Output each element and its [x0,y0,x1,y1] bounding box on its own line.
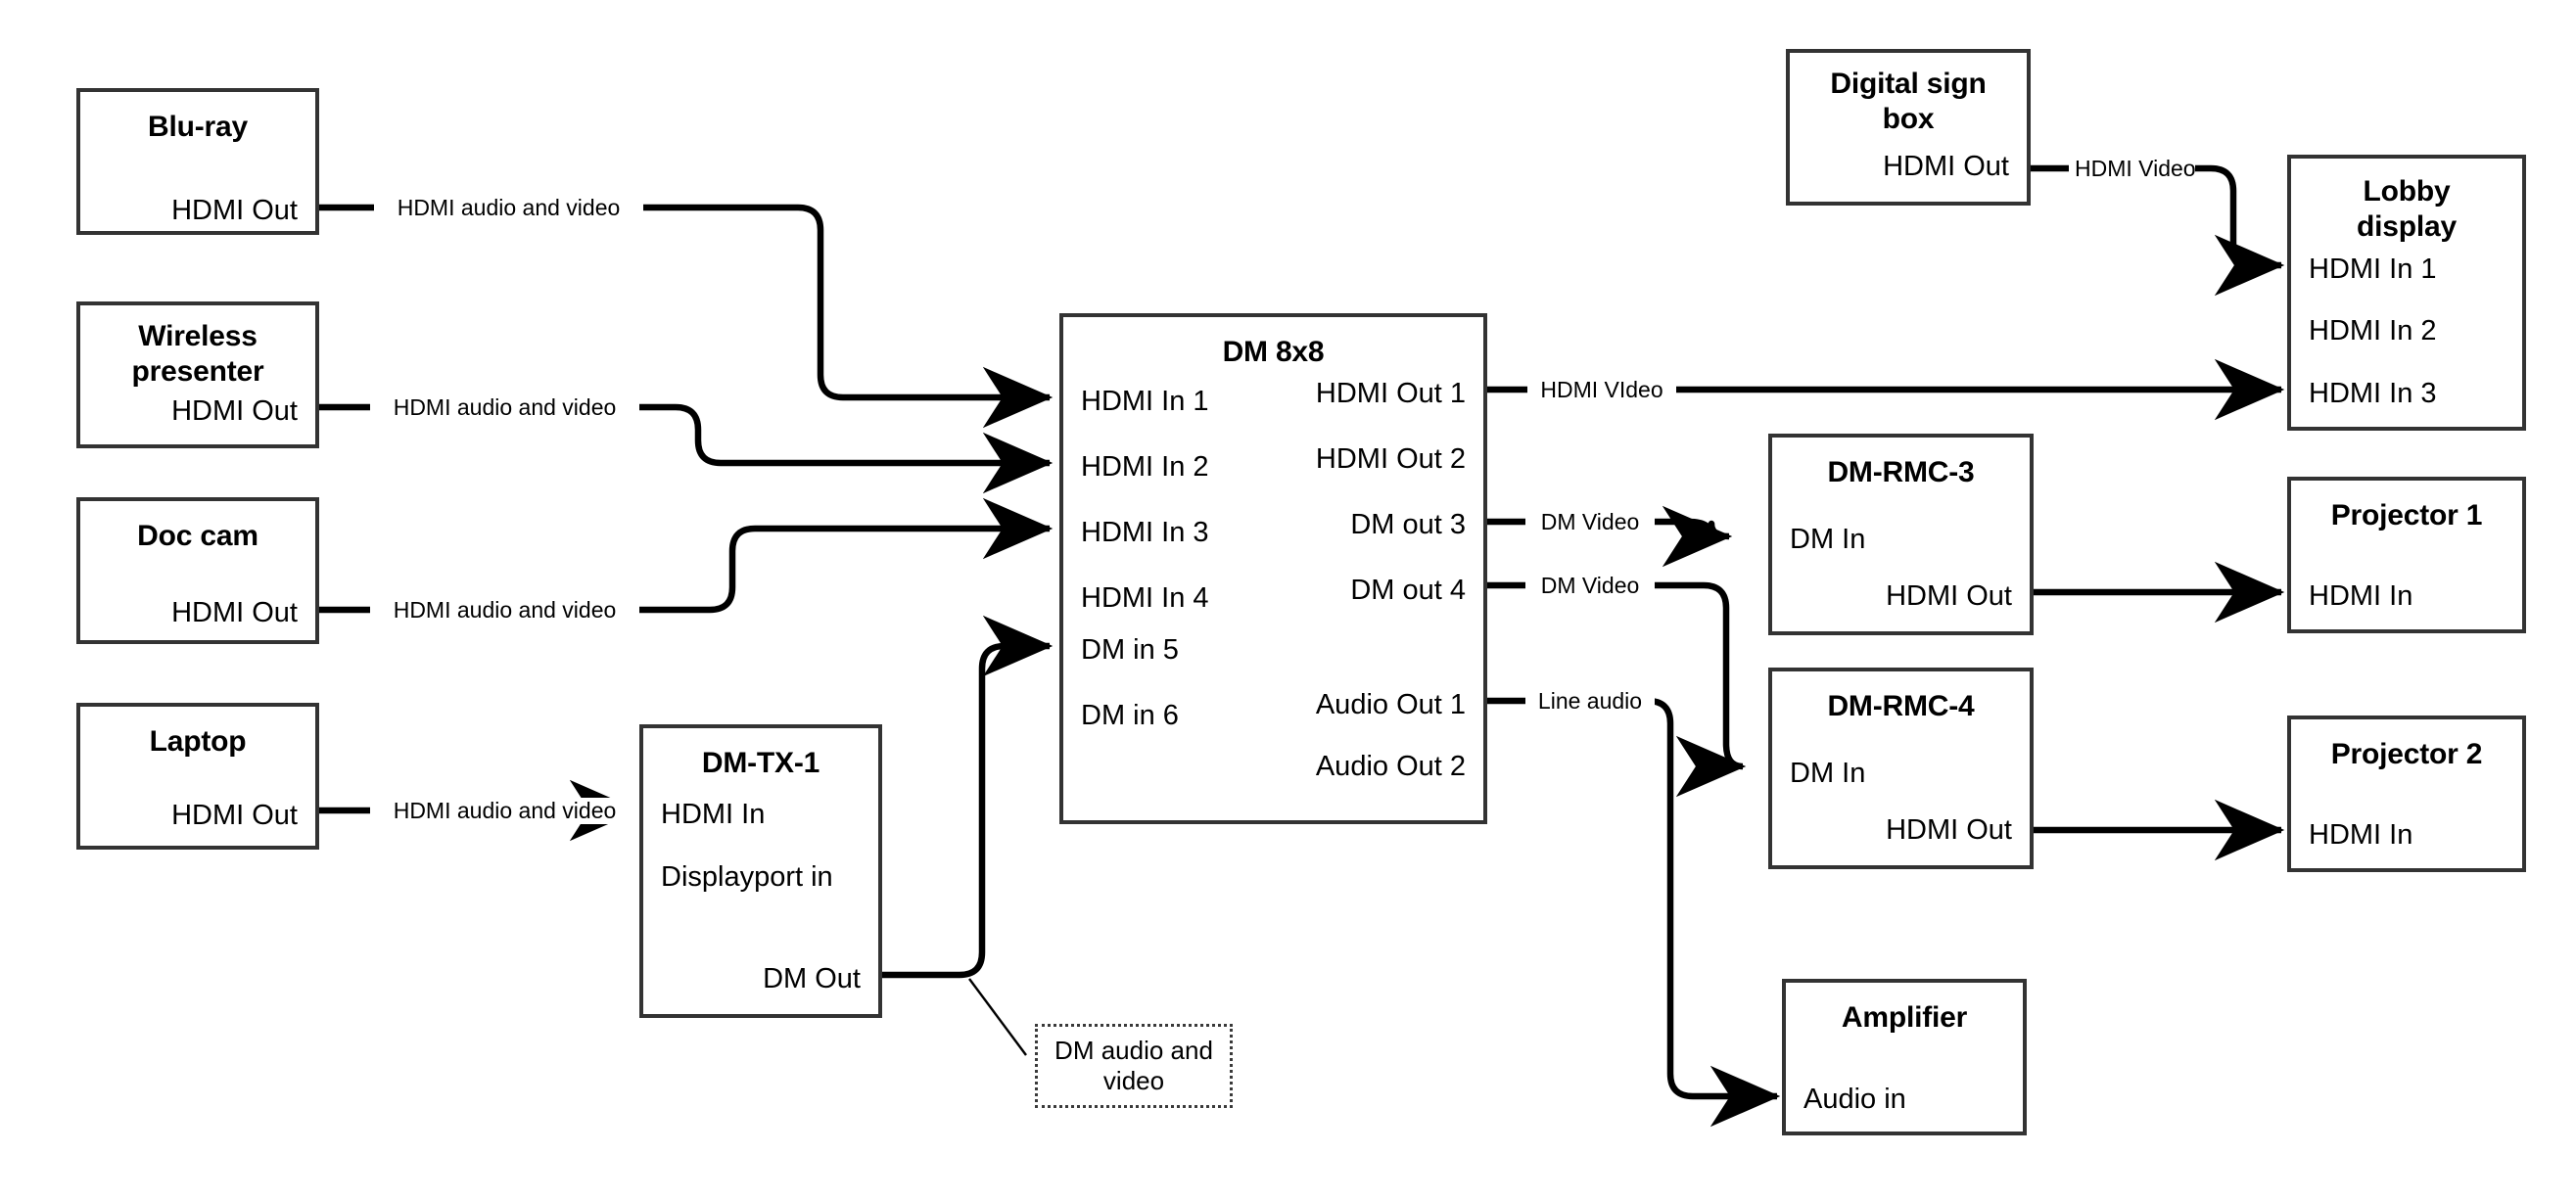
node-wireless-presenter-title-line1: Wireless [138,320,258,352]
node-dm-8x8-output-4: DM out 4 [1350,575,1466,606]
node-projector-1-title: Projector 1 [2330,499,2483,531]
node-dm-rmc-4-title: DM-RMC-4 [1827,690,1975,722]
node-dm-8x8-input-4: HDMI In 4 [1081,582,1209,614]
node-dm-rmc-4[interactable]: DM-RMC-4 DM In HDMI Out [1768,668,2034,869]
node-projector-2[interactable]: Projector 2 HDMI In [2287,716,2526,872]
node-digital-sign-box[interactable]: Digital sign box HDMI Out [1786,49,2031,206]
node-projector-2-port-hdmi-in: HDMI In [2309,819,2413,851]
node-amplifier[interactable]: Amplifier Audio in [1782,979,2027,1135]
node-dm-8x8-input-5: DM in 5 [1081,634,1179,666]
node-amplifier-title: Amplifier [1841,1001,1968,1034]
node-lobby-display-port-hdmi-in-3: HDMI In 3 [2309,378,2437,409]
node-dm-8x8-title: DM 8x8 [1222,336,1325,368]
node-dm-rmc-3[interactable]: DM-RMC-3 DM In HDMI Out [1768,434,2034,635]
node-bluray-title: Blu-ray [148,111,248,143]
edge-label-audio-to-amplifier: Line audio [1525,688,1655,715]
node-dm-8x8-input-3: HDMI In 3 [1081,517,1209,548]
node-dm-8x8-output-3: DM out 3 [1350,509,1466,540]
wire-bluray-to-dm-in1 [632,204,1054,429]
node-dm-8x8-output-5: Audio Out 1 [1315,689,1466,720]
node-dm-8x8-output-6: Audio Out 2 [1315,751,1466,782]
node-lobby-display-title-line1: Lobby [2363,175,2451,208]
node-dm-tx-1-port-hdmi-in: HDMI In [661,799,766,830]
node-dm-tx-1-port-dm-out: DM Out [763,963,861,994]
wire-tx-to-dm-in5 [882,615,1054,979]
wire-doccam-to-dm-in3 [628,497,1054,614]
node-doc-cam[interactable]: Doc cam HDMI Out [76,497,319,644]
wire-sign-to-lobby-in1 [2183,164,2285,297]
node-dm-8x8-input-6: DM in 6 [1081,700,1179,731]
node-dm-tx-1[interactable]: DM-TX-1 HDMI In Displayport in DM Out [639,724,882,1018]
node-digital-sign-box-title-line2: box [1882,103,1935,135]
node-dm-rmc-4-port-hdmi-out: HDMI Out [1886,814,2012,846]
node-lobby-display-title-line2: display [2357,210,2457,243]
node-doc-cam-port-hdmi-out: HDMI Out [171,597,298,628]
node-laptop-title: Laptop [149,725,247,758]
edge-label-dmout1-to-lobby: HDMI VIdeo [1527,377,1676,403]
callout-dm-audio-and-video: DM audio and video [1035,1024,1233,1108]
node-projector-2-title: Projector 2 [2330,738,2483,770]
node-dm-rmc-3-port-hdmi-out: HDMI Out [1886,580,2012,612]
wire-callout-leader [968,978,1027,1056]
node-dm-tx-1-port-displayport-in: Displayport in [661,861,833,893]
edge-label-wireless-to-dm: HDMI audio and video [370,394,639,421]
node-bluray[interactable]: Blu-ray HDMI Out [76,88,319,235]
node-digital-sign-box-title-line1: Digital sign [1830,68,1987,100]
node-dm-rmc-3-title: DM-RMC-3 [1827,456,1975,488]
wire-dmout4-to-rmc4 [1643,581,1747,798]
node-projector-1[interactable]: Projector 1 HDMI In [2287,477,2526,633]
edge-label-dmout4-to-rmc4: DM Video [1525,573,1655,599]
edge-label-bluray-to-dm: HDMI audio and video [374,195,643,221]
node-dm-tx-1-title: DM-TX-1 [701,747,820,779]
node-lobby-display-port-hdmi-in-2: HDMI In 2 [2309,315,2437,346]
node-projector-1-port-hdmi-in: HDMI In [2309,580,2413,612]
node-dm-8x8-input-1: HDMI In 1 [1081,386,1209,417]
node-dm-rmc-4-port-dm-in: DM In [1790,758,1866,789]
edge-label-dmout3-to-rmc3: DM Video [1525,509,1655,535]
node-laptop-port-hdmi-out: HDMI Out [171,800,298,831]
node-dm-8x8-output-1: HDMI Out 1 [1315,378,1466,409]
node-dm-8x8-output-2: HDMI Out 2 [1315,443,1466,475]
wire-dmout3-to-rmc3 [1643,505,1733,568]
node-digital-sign-box-port-hdmi-out: HDMI Out [1883,151,2009,182]
node-bluray-port-hdmi-out: HDMI Out [171,195,298,226]
node-laptop[interactable]: Laptop HDMI Out [76,703,319,850]
node-lobby-display-port-hdmi-in-1: HDMI In 1 [2309,254,2437,285]
edge-label-laptop-to-tx: HDMI audio and video [370,798,639,824]
edge-label-sign-to-lobby: HDMI Video [2069,156,2196,182]
edge-label-doccam-to-dm: HDMI audio and video [370,597,639,624]
wire-wireless-to-dm-in2 [628,403,1054,494]
node-wireless-presenter-port-hdmi-out: HDMI Out [171,395,298,427]
wire-audio-to-amplifier [1643,697,1781,1128]
node-wireless-presenter[interactable]: Wireless presenter HDMI Out [76,301,319,448]
node-dm-8x8[interactable]: DM 8x8 HDMI In 1 HDMI In 2 HDMI In 3 HDM… [1059,313,1487,824]
node-lobby-display[interactable]: Lobby display HDMI In 1 HDMI In 2 HDMI I… [2287,155,2526,431]
node-dm-8x8-input-2: HDMI In 2 [1081,451,1209,483]
node-wireless-presenter-title-line2: presenter [131,355,264,388]
node-amplifier-port-audio-in: Audio in [1803,1084,1906,1115]
node-dm-rmc-3-port-dm-in: DM In [1790,524,1866,555]
node-doc-cam-title: Doc cam [137,520,258,552]
